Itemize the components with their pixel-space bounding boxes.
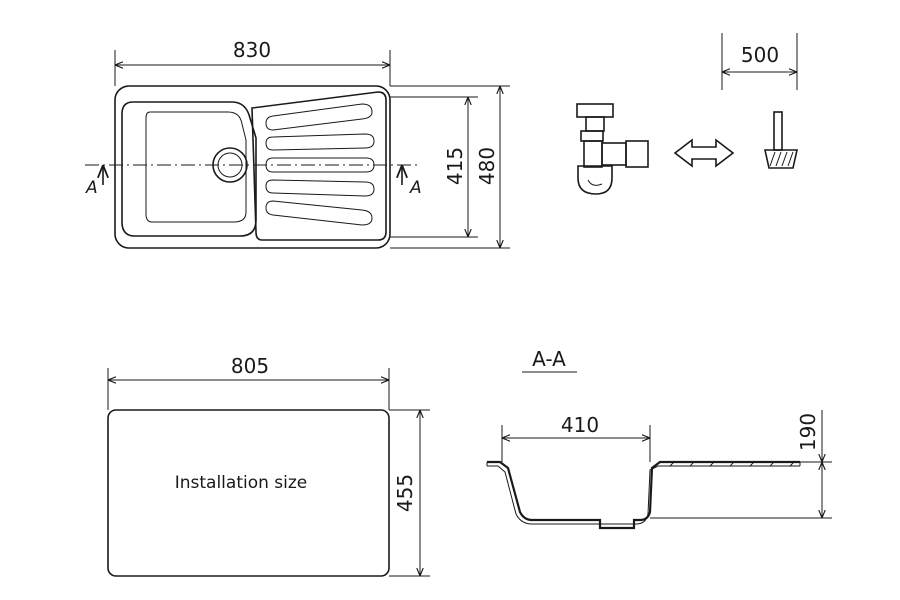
cutout-outline: [107, 409, 390, 577]
dim-415-label: 415: [443, 147, 467, 185]
accessories: 500: [576, 33, 798, 195]
siphon-icon: [576, 103, 649, 195]
section-title: A-A: [532, 347, 566, 371]
section-mark-right: A: [409, 178, 422, 198]
dim-410-label: 410: [561, 413, 599, 437]
dim-455-label: 455: [393, 474, 417, 512]
drainboard-outline: [251, 91, 387, 241]
double-arrow-icon: [673, 138, 735, 168]
scale-500-label: 500: [741, 43, 779, 67]
sink-section-profile: [487, 460, 800, 530]
dim-830-label: 830: [233, 38, 271, 62]
tool-icon: [764, 111, 798, 169]
top-view: A A 830 415 480: [85, 38, 510, 249]
drainboard-grooves: [265, 103, 375, 226]
sink-outer-outline: [114, 85, 391, 249]
section-mark-left: A: [85, 178, 98, 198]
rim-hatching: [669, 461, 795, 467]
cutout-view: Installation size 805 455: [107, 354, 430, 577]
cutout-label: Installation size: [175, 473, 308, 493]
section-view: A-A 410 190: [486, 347, 832, 530]
sink-bowl-inner: [145, 111, 247, 223]
dim-480-label: 480: [475, 147, 499, 185]
dim-190-label: 190: [796, 413, 820, 451]
sink-bowl: [121, 101, 257, 237]
dim-805-label: 805: [231, 354, 269, 378]
